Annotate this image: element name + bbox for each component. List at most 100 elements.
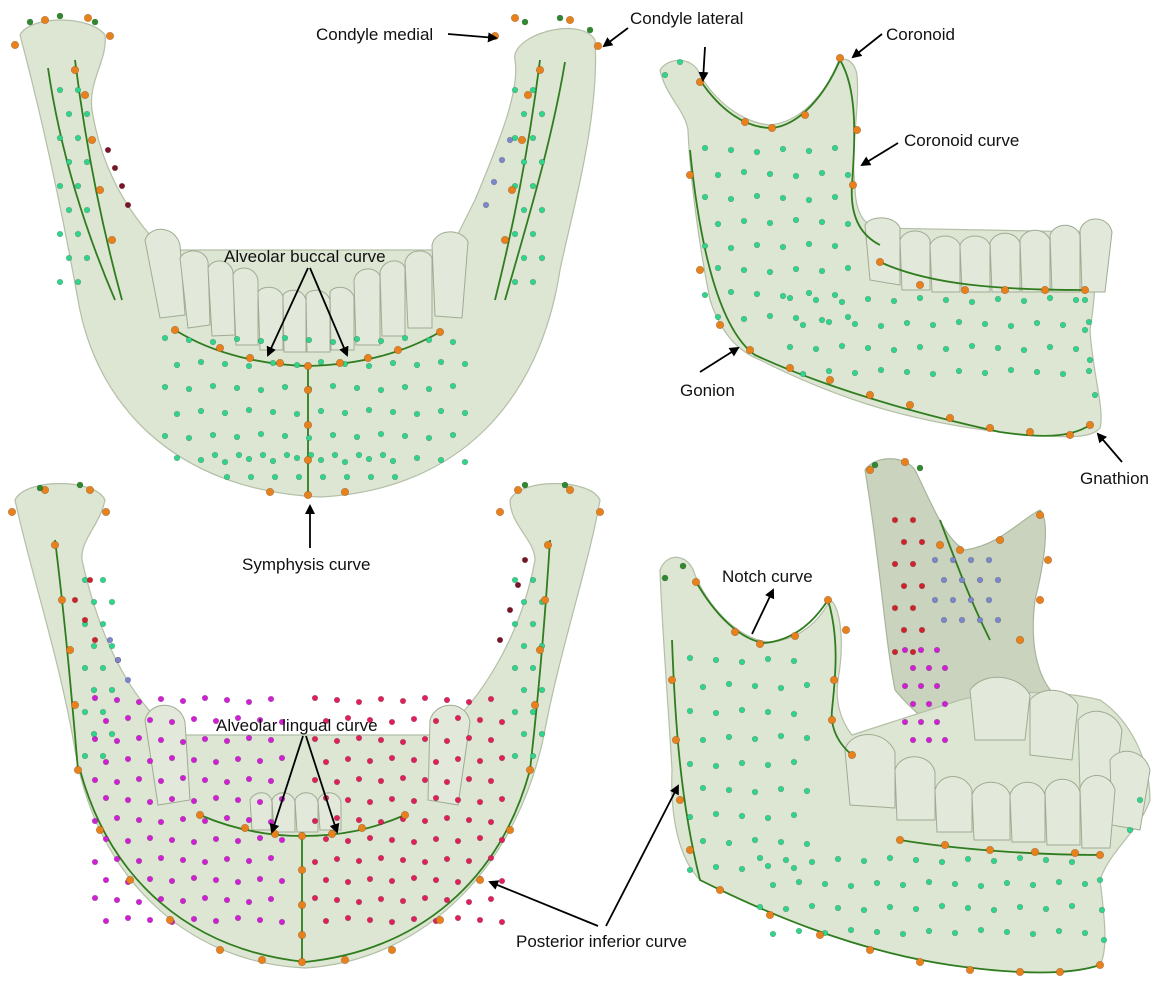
semilandmark-point [191, 875, 197, 881]
semilandmark-point [713, 811, 719, 817]
landmark-point [304, 421, 312, 429]
semilandmark-point [910, 737, 916, 743]
semilandmark-point [107, 637, 113, 643]
landmark-point [364, 354, 372, 362]
semilandmark-point [257, 758, 263, 764]
semilandmark-point [345, 838, 351, 844]
semilandmark-point [222, 410, 228, 416]
semilandmark-point [477, 799, 483, 805]
semilandmark-point [147, 835, 153, 841]
semilandmark-point [488, 855, 494, 861]
semilandmark-point [366, 407, 372, 413]
landmark-point [241, 824, 249, 832]
landmark-point [768, 124, 776, 132]
semilandmark-point [378, 855, 384, 861]
semilandmark-point [414, 455, 420, 461]
semilandmark-point [1137, 797, 1143, 803]
semilandmark-point [57, 183, 63, 189]
semilandmark-point [1099, 907, 1105, 913]
semilandmark-point [466, 776, 472, 782]
semilandmark-point [754, 242, 760, 248]
semilandmark-point [345, 915, 351, 921]
semilandmark-point [819, 268, 825, 274]
arrow-gnathion [1098, 434, 1122, 462]
semilandmark-point [136, 776, 142, 782]
semilandmark-point [919, 627, 925, 633]
landmark-point [544, 541, 552, 549]
semilandmark-point [411, 916, 417, 922]
landmark-point [916, 281, 924, 289]
semilandmark-point [700, 785, 706, 791]
landmark-point [872, 462, 878, 468]
semilandmark-point [765, 656, 771, 662]
semilandmark-point [158, 819, 164, 825]
semilandmark-point [246, 735, 252, 741]
semilandmark-point [796, 879, 802, 885]
semilandmark-point [367, 758, 373, 764]
landmark-point [816, 931, 824, 939]
semilandmark-point [521, 159, 527, 165]
semilandmark-point [342, 410, 348, 416]
arrow-posterior-inferior-right [606, 786, 678, 926]
semilandmark-point [426, 337, 432, 343]
semilandmark-point [103, 759, 109, 765]
landmark-point [531, 701, 539, 709]
semilandmark-point [389, 796, 395, 802]
semilandmark-point [806, 197, 812, 203]
semilandmark-point [752, 837, 758, 843]
semilandmark-point [715, 221, 721, 227]
semilandmark-point [715, 314, 721, 320]
landmark-point [1096, 851, 1104, 859]
semilandmark-point [939, 859, 945, 865]
semilandmark-point [422, 895, 428, 901]
semilandmark-point [75, 87, 81, 93]
semilandmark-point [728, 147, 734, 153]
semilandmark-point [539, 731, 545, 737]
semilandmark-point [392, 474, 398, 480]
semilandmark-point [294, 411, 300, 417]
semilandmark-point [943, 297, 949, 303]
semilandmark-point [1047, 295, 1053, 301]
semilandmark-point [318, 408, 324, 414]
landmark-point [1001, 286, 1009, 294]
semilandmark-point [455, 838, 461, 844]
landmark-point [304, 386, 312, 394]
semilandmark-point [965, 856, 971, 862]
semilandmark-point [1004, 880, 1010, 886]
semilandmark-point [136, 899, 142, 905]
landmark-point [676, 796, 684, 804]
semilandmark-point [522, 557, 528, 563]
semilandmark-point [224, 474, 230, 480]
semilandmark-point [433, 836, 439, 842]
landmark-point [941, 841, 949, 849]
landmark-point [1031, 848, 1039, 856]
semilandmark-point [224, 738, 230, 744]
semilandmark-point [402, 335, 408, 341]
semilandmark-point [477, 917, 483, 923]
semilandmark-point [400, 857, 406, 863]
semilandmark-point [757, 904, 763, 910]
semilandmark-point [521, 643, 527, 649]
semilandmark-point [125, 797, 131, 803]
landmark-point [304, 456, 312, 464]
semilandmark-point [414, 362, 420, 368]
landmark-point [786, 364, 794, 372]
semilandmark-point [726, 840, 732, 846]
semilandmark-point [728, 245, 734, 251]
semilandmark-point [279, 878, 285, 884]
semilandmark-point [904, 320, 910, 326]
semilandmark-point [294, 455, 300, 461]
landmark-point [866, 946, 874, 954]
semilandmark-point [982, 321, 988, 327]
semilandmark-point [739, 866, 745, 872]
landmark-point [916, 958, 924, 966]
semilandmark-point [793, 173, 799, 179]
semilandmark-point [1043, 906, 1049, 912]
semilandmark-point [910, 605, 916, 611]
semilandmark-point [66, 159, 72, 165]
landmark-point [341, 956, 349, 964]
semilandmark-point [986, 597, 992, 603]
semilandmark-point [234, 385, 240, 391]
semilandmark-point [770, 882, 776, 888]
semilandmark-point [402, 384, 408, 390]
